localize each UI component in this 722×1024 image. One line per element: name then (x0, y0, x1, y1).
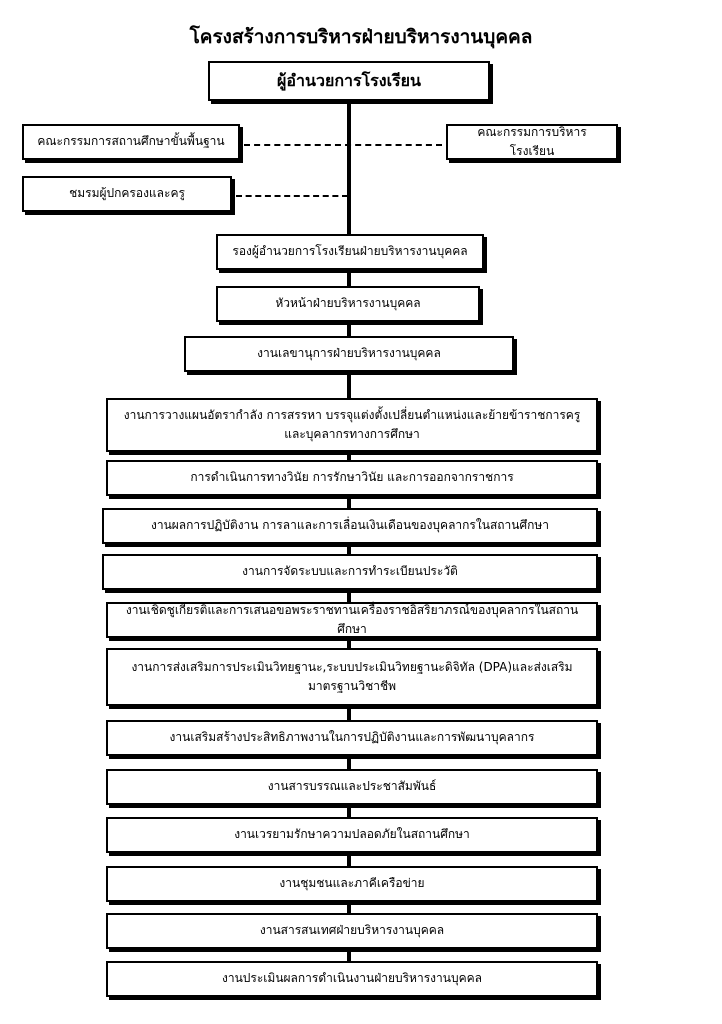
task-box: งานชุมชนและภาคีเครือข่าย (106, 866, 598, 902)
task-box: งานการวางแผนอัตรากำลัง การสรรหา บรรจุแต่… (106, 398, 598, 452)
parent-teacher-association-box: ชมรมผู้ปกครองและครู (22, 176, 232, 212)
task-box: งานประเมินผลการดำเนินงานฝ่ายบริหารงานบุค… (106, 961, 598, 997)
dashed-connector-committees (244, 144, 442, 146)
department-head-box: หัวหน้าฝ่ายบริหารงานบุคคล (216, 286, 480, 322)
dashed-connector-parents (236, 195, 348, 197)
task-box: งานผลการปฏิบัติงาน การลาและการเลื่อนเงิน… (102, 508, 598, 544)
task-box: งานเสริมสร้างประสิทธิภาพงานในการปฏิบัติง… (106, 720, 598, 756)
task-box: งานการจัดระบบและการทำระเบียนประวัติ (102, 554, 598, 590)
task-box: งานสารสนเทศฝ่ายบริหารงานบุคคล (106, 913, 598, 949)
secretary-box: งานเลขานุการฝ่ายบริหารงานบุคคล (184, 336, 514, 372)
task-box: งานเชิดชูเกียรติและการเสนอขอพระราชทานเคร… (106, 602, 598, 638)
school-board-box: คณะกรรมการสถานศึกษาขั้นพื้นฐาน (22, 124, 240, 160)
deputy-director-box: รองผู้อำนวยการโรงเรียนฝ่ายบริหารงานบุคคล (216, 234, 484, 270)
school-admin-committee-box: คณะกรรมการบริหารโรงเรียน (446, 124, 618, 160)
task-box: งานเวรยามรักษาความปลอดภัยในสถานศึกษา (106, 817, 598, 853)
chart-title: โครงสร้างการบริหารฝ่ายบริหารงานบุคคล (189, 26, 533, 48)
task-box: การดำเนินการทางวินัย การรักษาวินัย และกา… (106, 460, 598, 496)
task-box: งานการส่งเสริมการประเมินวิทยฐานะ,ระบบประ… (106, 648, 598, 706)
director-box: ผู้อำนวยการโรงเรียน (208, 61, 490, 101)
task-box: งานสารบรรณและประชาสัมพันธ์ (106, 769, 598, 805)
